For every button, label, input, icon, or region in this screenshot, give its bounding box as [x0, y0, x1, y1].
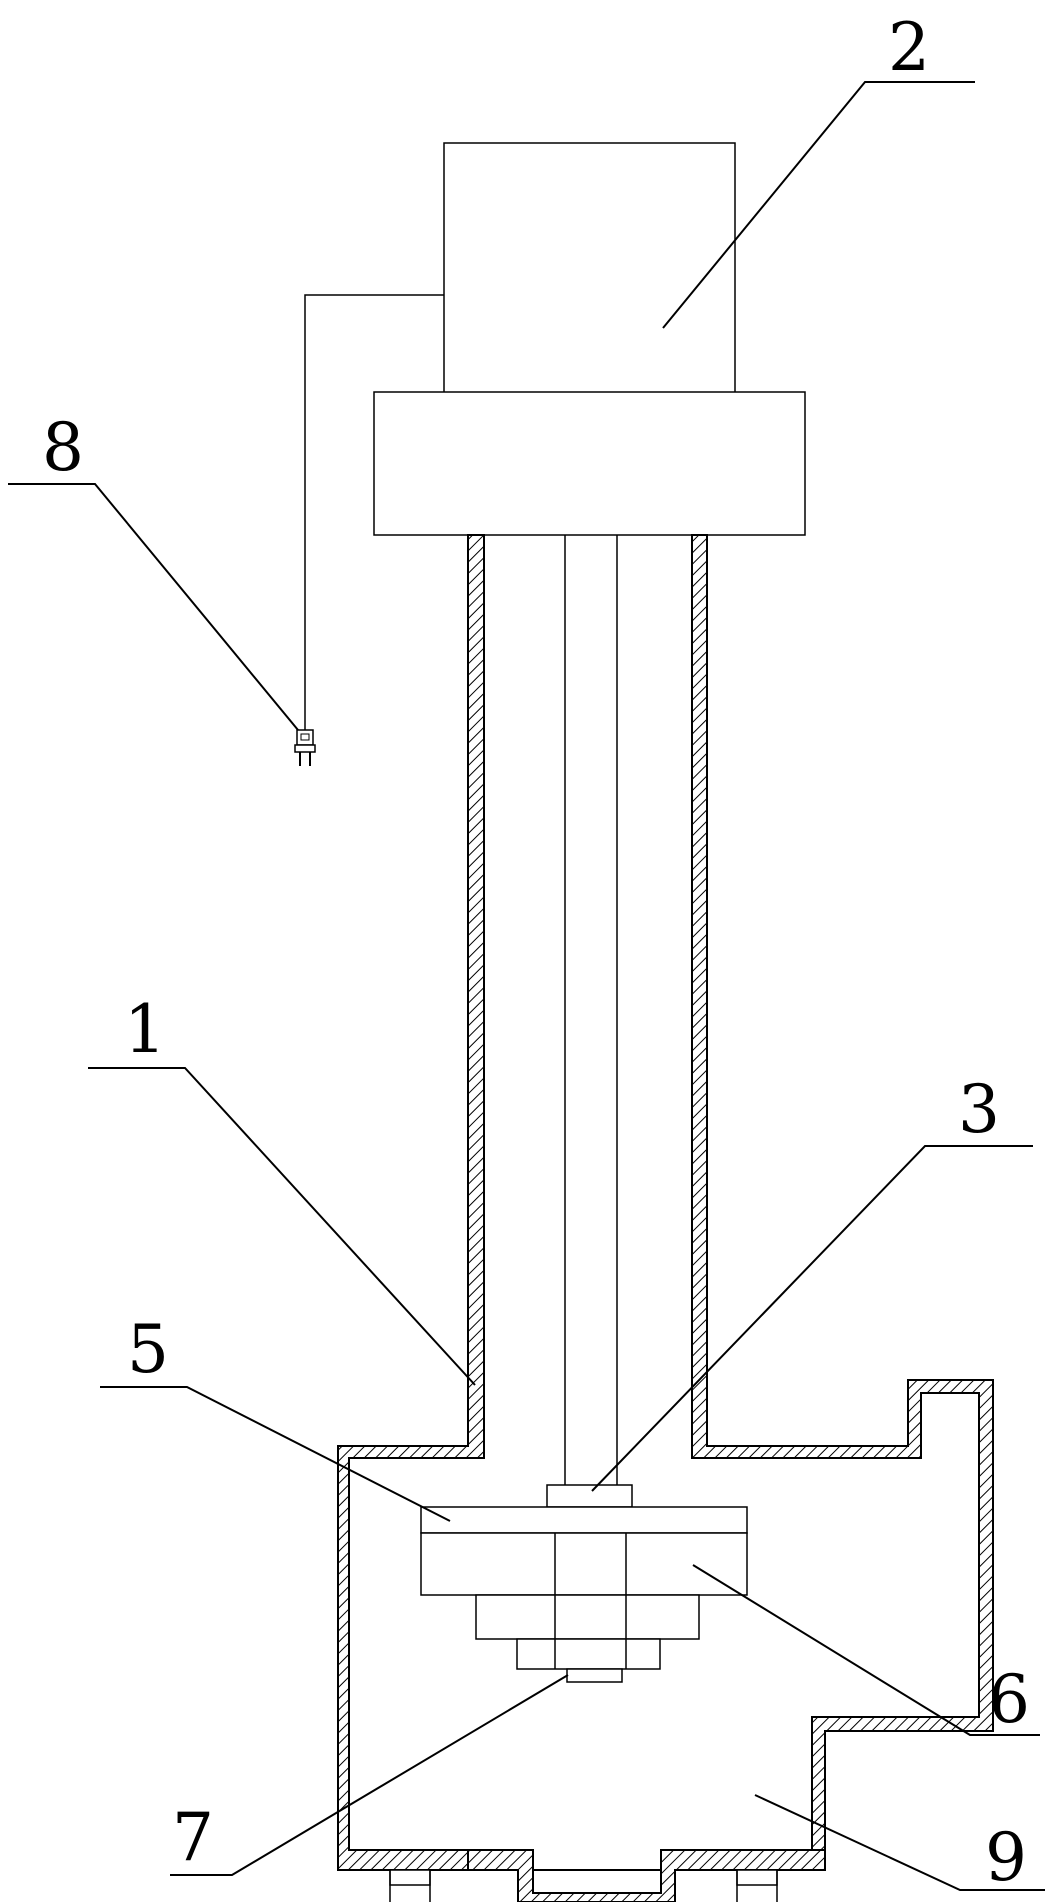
- impeller-hub: [566, 1668, 623, 1683]
- callout-7: 7: [172, 1799, 214, 1876]
- tube-housing: [337, 534, 994, 1902]
- plug-icon: [294, 729, 316, 766]
- motor-housing: [443, 142, 736, 394]
- power-cord: [304, 294, 444, 738]
- callout-6: 6: [988, 1661, 1030, 1738]
- leg-right: [736, 1869, 778, 1886]
- shaft-coupling: [546, 1484, 633, 1508]
- callout-2: 2: [888, 9, 930, 86]
- impeller-body: [420, 1532, 748, 1596]
- impeller-top-plate: [420, 1506, 748, 1534]
- motor-flange: [373, 391, 806, 536]
- callout-9: 9: [985, 1819, 1027, 1896]
- callout-8: 8: [42, 409, 84, 486]
- impeller-tier-1: [475, 1594, 700, 1640]
- callout-3: 3: [958, 1071, 1000, 1148]
- impeller-tier-2: [516, 1638, 661, 1670]
- callout-1: 1: [124, 991, 166, 1068]
- leader-lines: [8, 81, 1045, 1891]
- callout-5: 5: [127, 1311, 169, 1388]
- leg-left: [389, 1869, 431, 1886]
